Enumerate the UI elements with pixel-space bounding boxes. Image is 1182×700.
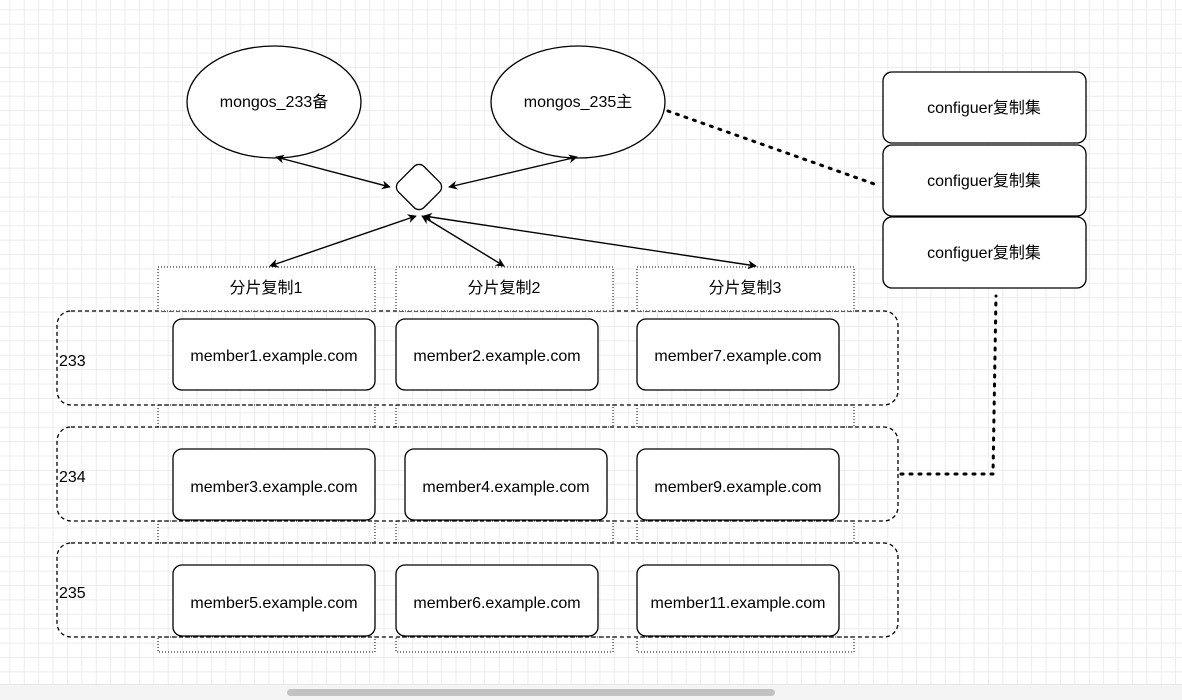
shard-column-strips <box>157 404 855 653</box>
svg-text:member3.example.com: member3.example.com <box>190 479 357 496</box>
config-server-node[interactable]: configuer复制集 <box>882 71 1087 144</box>
member-node[interactable]: member5.example.com <box>172 564 376 637</box>
shard-header-2[interactable]: 分片复制2 <box>395 266 614 312</box>
shard-header-3[interactable]: 分片复制3 <box>636 266 855 312</box>
arrow-router-shard2 <box>421 215 505 267</box>
svg-text:member7.example.com: member7.example.com <box>654 348 821 365</box>
member-node[interactable]: member3.example.com <box>172 448 376 521</box>
svg-text:mongos_235主: mongos_235主 <box>524 93 633 111</box>
mongos-node-235[interactable]: mongos_235主 <box>490 45 666 159</box>
member-node[interactable]: member1.example.com <box>172 318 376 391</box>
host-group-234: 234 <box>56 426 899 522</box>
svg-text:member11.example.com: member11.example.com <box>651 595 826 612</box>
link-host234-config <box>899 294 998 476</box>
svg-text:member9.example.com: member9.example.com <box>654 479 821 496</box>
link-mongos235-config <box>666 109 882 188</box>
arrow-mongos235-router <box>448 154 578 190</box>
config-links <box>666 109 998 476</box>
shard-label: 分片复制2 <box>468 279 541 297</box>
mongos-node-233[interactable]: mongos_233备 <box>186 45 362 159</box>
member-node[interactable]: member4.example.com <box>404 448 608 521</box>
svg-text:member6.example.com: member6.example.com <box>413 595 580 612</box>
arrow-router-shard1 <box>269 214 417 268</box>
arrow-router-shard3 <box>423 212 757 270</box>
svg-text:member1.example.com: member1.example.com <box>190 348 357 365</box>
host-label: 234 <box>59 469 86 486</box>
member-node[interactable]: member6.example.com <box>395 564 599 637</box>
config-server-node[interactable]: configuer复制集 <box>882 144 1087 217</box>
router-diamond[interactable] <box>394 162 445 213</box>
scrollbar-thumb[interactable] <box>287 689 775 696</box>
member-node[interactable]: member11.example.com <box>636 564 840 637</box>
member-node[interactable]: member9.example.com <box>636 448 840 521</box>
host-label: 235 <box>59 585 86 602</box>
svg-text:mongos_233备: mongos_233备 <box>220 93 329 111</box>
svg-text:member5.example.com: member5.example.com <box>190 595 357 612</box>
member-node[interactable]: member2.example.com <box>395 318 599 391</box>
svg-text:member2.example.com: member2.example.com <box>413 348 580 365</box>
config-server-node[interactable]: configuer复制集 <box>882 216 1087 289</box>
svg-text:member4.example.com: member4.example.com <box>422 479 589 496</box>
arrow-mongos233-router <box>275 154 391 190</box>
connector-arrows <box>269 154 757 270</box>
svg-text:configuer复制集: configuer复制集 <box>927 172 1041 190</box>
member-node[interactable]: member7.example.com <box>636 318 840 391</box>
svg-text:configuer复制集: configuer复制集 <box>927 244 1041 262</box>
host-group-235: 235 <box>56 542 899 638</box>
shard-label: 分片复制3 <box>709 279 782 297</box>
host-label: 233 <box>59 353 86 370</box>
svg-text:configuer复制集: configuer复制集 <box>927 99 1041 117</box>
shard-label: 分片复制1 <box>230 279 303 297</box>
shard-header-1[interactable]: 分片复制1 <box>157 266 376 312</box>
horizontal-scrollbar[interactable] <box>0 684 1182 700</box>
